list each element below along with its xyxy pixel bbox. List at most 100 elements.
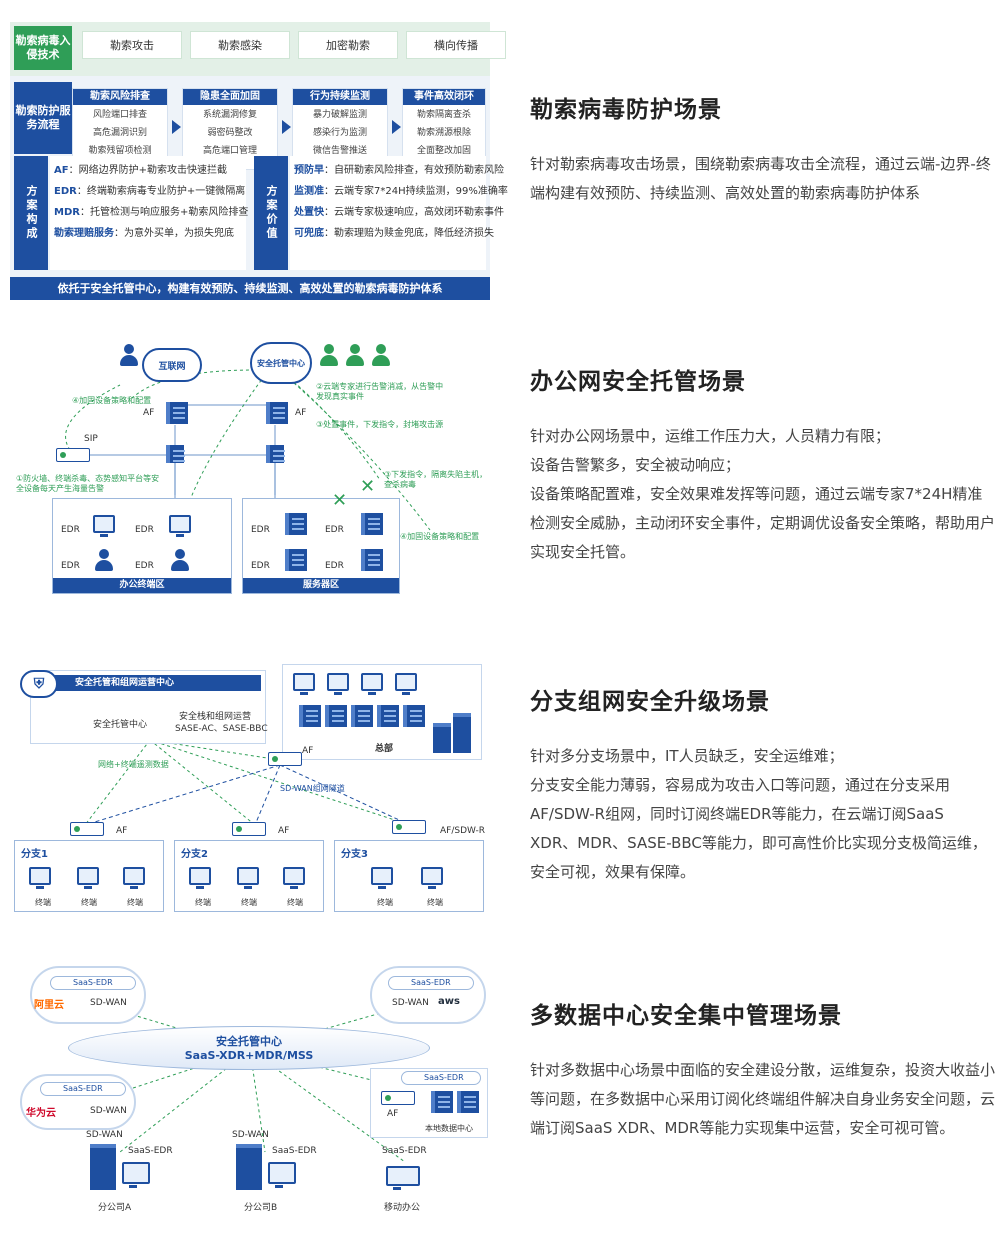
terminal-label: 终端 bbox=[427, 898, 443, 907]
sdwan-label: SD-WAN bbox=[86, 1130, 123, 1140]
process-item: 全面整改加固 bbox=[416, 146, 471, 156]
composition-item: MDR：托管检测与响应服务+勒索风险排查 bbox=[54, 207, 249, 218]
flow-line bbox=[279, 369, 381, 481]
af-device-icon bbox=[70, 822, 104, 836]
aws-cloud bbox=[370, 966, 486, 1024]
process-item: 勒索残留项检测 bbox=[88, 146, 152, 156]
server-icon bbox=[377, 705, 399, 727]
aws-logo: aws bbox=[438, 996, 460, 1007]
scene-title: 办公网安全托管场景 bbox=[530, 369, 746, 395]
tech-label: 勒索病毒入侵技术 bbox=[14, 26, 72, 70]
process-item: 高危端口管理 bbox=[202, 146, 257, 156]
monitor-icon bbox=[327, 673, 349, 695]
internet-cloud: 互联网 bbox=[142, 348, 202, 382]
composition-label: 方案构成 bbox=[14, 156, 48, 270]
flow-line bbox=[284, 374, 431, 531]
zone-label: 办公终端区 bbox=[53, 578, 231, 593]
process-item: 勒索溯源根除 bbox=[416, 128, 471, 138]
scene-text: 办公网安全托管场景 针对办公网场景中，运维工作压力大，人员精力有限； 设备告警繁… bbox=[530, 362, 995, 567]
edr-label: EDR bbox=[251, 561, 270, 571]
terminal-label: 终端 bbox=[241, 898, 257, 907]
note: ④加固设备策略和配置 bbox=[72, 396, 152, 405]
scene-title: 多数据中心安全集中管理场景 bbox=[530, 1003, 842, 1029]
branch-box: 分支2 终端 终端 终端 bbox=[174, 840, 324, 912]
saas-edr-chip: SaaS-EDR bbox=[401, 1071, 481, 1085]
user-icon bbox=[95, 549, 113, 571]
telemetry-line bbox=[149, 739, 281, 761]
monitor-icon bbox=[237, 867, 259, 889]
af-device-icon bbox=[268, 752, 302, 766]
user-icon bbox=[171, 549, 189, 571]
local-dc-box: SaaS-EDR AF 本地数据中心 bbox=[370, 1068, 488, 1138]
monitor-icon bbox=[421, 867, 443, 889]
monitor-icon bbox=[283, 867, 305, 889]
af-firewall-icon bbox=[266, 402, 288, 424]
note: ②云端专家进行告警消减，从告警中发现真实事件 bbox=[316, 382, 444, 401]
ransomware-diagram: 勒索病毒入侵技术 勒索攻击 勒索感染 加密勒索 横向传播 勒索防护服务流程 勒索… bbox=[10, 22, 508, 300]
flow-line bbox=[65, 384, 121, 451]
branch-label: 分支2 bbox=[181, 849, 208, 860]
hub-link bbox=[249, 1049, 266, 1153]
server-icon bbox=[285, 513, 307, 535]
tunnel-line bbox=[254, 764, 281, 826]
scene-desc: 针对办公网场景中，运维工作压力大，人员精力有限； 设备告警繁多，安全被动响应； … bbox=[530, 422, 995, 567]
composition-item: EDR：终端勒索病毒专业防护+一键微隔离 bbox=[54, 186, 246, 197]
scene-text: 多数据中心安全集中管理场景 针对多数据中心场景中面临的安全建设分散，运维复杂，投… bbox=[530, 996, 995, 1143]
af-label: AF bbox=[295, 408, 307, 418]
scene-office-network: 互联网 安全托管中心 AF AF SIP ④加固设备策略和配置 ②云端专家进行告… bbox=[0, 330, 1000, 610]
soc-label: 安全托管中心 bbox=[93, 720, 148, 730]
diagram-banner: 依托于安全托管中心，构建有效预防、持续监测、高效处置的勒索病毒防护体系 bbox=[10, 277, 490, 300]
sase-sub-label: SASE-AC、SASE-BBC bbox=[175, 724, 268, 734]
scene-branch-network: 安全托管和组网运营中心 安全托管中心 安全栈和组网运营 SASE-AC、SASE… bbox=[0, 660, 1000, 920]
terminal-label: 终端 bbox=[35, 898, 51, 907]
scene-desc: 针对勒索病毒攻击场景，围绕勒索病毒攻击全流程，通过云端-边界-终端构建有效预防、… bbox=[530, 150, 995, 208]
hq-box: 总部 bbox=[282, 664, 482, 760]
monitor-icon bbox=[371, 867, 393, 889]
branch-box: 分支1 终端 终端 终端 bbox=[14, 840, 164, 912]
branch-network-links bbox=[84, 729, 411, 826]
scene-desc: 针对多数据中心场景中面临的安全建设分散，运维复杂，投资大收益小等问题，在多数据中… bbox=[530, 1056, 995, 1143]
value-item: 监测准：云端专家7*24H持续监测，99%准确率 bbox=[294, 186, 508, 197]
af-device-icon bbox=[381, 1091, 415, 1105]
desc-paragraph: 针对多数据中心场景中面临的安全建设分散，运维复杂，投资大收益小等问题，在多数据中… bbox=[530, 1061, 996, 1137]
value-item: 可兜底：勒索理赔为赎金兜底，降低经济损失 bbox=[294, 228, 494, 239]
process-item: 感染行为监测 bbox=[312, 128, 367, 138]
building-icon bbox=[453, 713, 471, 753]
monitor-icon bbox=[77, 867, 99, 889]
shield-cloud-icon: ⛨ bbox=[20, 670, 58, 698]
scene-ransomware: 勒索病毒入侵技术 勒索攻击 勒索感染 加密勒索 横向传播 勒索防护服务流程 勒索… bbox=[0, 22, 1000, 302]
af-label: AF bbox=[302, 746, 314, 756]
monitor-icon bbox=[122, 1162, 150, 1188]
zone-label: 服务器区 bbox=[243, 578, 399, 593]
server-icon bbox=[285, 549, 307, 571]
building-icon bbox=[90, 1144, 116, 1190]
edr-label: EDR bbox=[251, 525, 270, 535]
aliyun-logo: 阿里云 bbox=[34, 1000, 64, 1011]
tech-item: 横向传播 bbox=[406, 31, 506, 59]
branch-box: 分支3 终端 终端 bbox=[334, 840, 484, 912]
af-label: AF bbox=[278, 826, 290, 836]
af-label: AF bbox=[387, 1109, 399, 1119]
terminal-label: 终端 bbox=[81, 898, 97, 907]
building-icon bbox=[236, 1144, 262, 1190]
server-zone: EDR EDR EDR EDR 服务器区 bbox=[242, 498, 400, 594]
process-item: 微信告警推送 bbox=[312, 146, 367, 156]
switch-icon bbox=[166, 445, 185, 463]
composition-item: AF：网络边界防护+勒索攻击快速拦截 bbox=[54, 165, 227, 176]
flow-line bbox=[189, 374, 266, 501]
mobile-label: 移动办公 bbox=[384, 1203, 421, 1213]
monitor-icon bbox=[189, 867, 211, 889]
sip-device-icon bbox=[56, 448, 90, 462]
tech-item: 勒索攻击 bbox=[82, 31, 182, 59]
desc-paragraph: 设备策略配置难，安全效果难发挥等问题，通过云端专家7*24H精准检测安全威胁，主… bbox=[530, 485, 996, 561]
sip-label: SIP bbox=[84, 434, 98, 444]
arrow-right-icon bbox=[172, 120, 181, 134]
sdwan-label: SD-WAN bbox=[90, 1106, 127, 1116]
scene-multi-datacenter: SaaS-EDR 阿里云 SD-WAN SaaS-EDR SD-WAN aws … bbox=[0, 962, 1000, 1222]
value-list: 预防早：自研勒索风险排查，有效预防勒索风险 监测准：云端专家7*24H持续监测，… bbox=[290, 156, 508, 270]
sdwan-label: SD-WAN bbox=[232, 1130, 269, 1140]
terminal-label: 终端 bbox=[377, 898, 393, 907]
sdwan-label: SD-WAN bbox=[90, 998, 127, 1008]
af-label: AF bbox=[116, 826, 128, 836]
